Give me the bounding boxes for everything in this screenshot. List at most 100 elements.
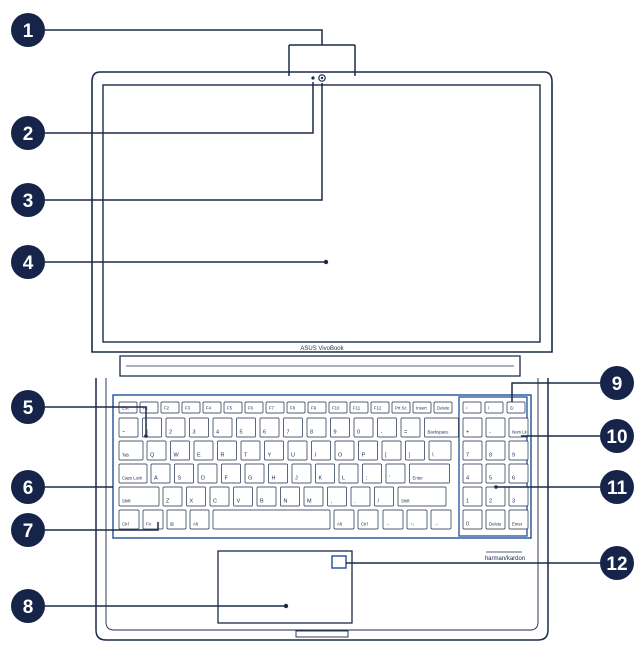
keyboard-key: M: [303, 486, 324, 507]
key-label: 5: [489, 476, 492, 482]
keyboard-key: 4: [462, 463, 483, 484]
keyboard-key: ⊞: [166, 509, 187, 530]
key-label: F2: [164, 406, 170, 411]
key-label: Delete: [489, 522, 502, 527]
callout-leaders: [45, 29, 600, 607]
key-label: 2: [489, 499, 492, 505]
key-label: ‹: [466, 406, 468, 411]
key-label: ,: [331, 499, 333, 505]
keyboard-key: S: [174, 463, 194, 484]
keyboard-key: W: [170, 440, 190, 461]
key-label: D: [201, 476, 205, 482]
keyboard-key: \: [428, 440, 452, 461]
key-label: Enter: [413, 476, 424, 481]
laptop-base: [95, 378, 549, 641]
key-label: Insert: [416, 406, 428, 411]
keyboard-key: T: [240, 440, 261, 461]
keyboard-key: K: [315, 463, 335, 484]
keyboard-key: Ctrl: [357, 509, 379, 530]
key-label: E: [197, 453, 201, 459]
key-label: /: [378, 499, 380, 505]
keyboard-key: A: [150, 463, 171, 484]
key-label: F12: [374, 406, 382, 411]
key-label: F6: [248, 406, 254, 411]
callout-8: 8: [11, 589, 45, 623]
key-label: ↑↓: [410, 522, 414, 527]
key-label: 6: [512, 476, 515, 482]
callout-9: 9: [600, 366, 634, 400]
keyboard-key: ;: [362, 463, 382, 484]
key-label: F4: [206, 406, 212, 411]
keyboard-key: R: [217, 440, 237, 461]
keyboard-key: I: [311, 440, 331, 461]
key-label: Ctrl: [361, 522, 368, 527]
key-label: ⏻: [510, 406, 514, 411]
callout-1: 1: [11, 13, 45, 47]
keyboard-key: Prt Sc: [391, 401, 411, 414]
key-label: Caps Lock: [122, 476, 143, 481]
key-label: F9: [311, 406, 317, 411]
key-label: [: [385, 453, 387, 459]
keyboard-key: Insert: [412, 401, 432, 414]
key-label: F5: [227, 406, 233, 411]
key-label: Tab: [122, 453, 130, 458]
callout-number: 5: [23, 398, 34, 419]
keyboard-key: →: [430, 509, 452, 530]
key-label: 1: [466, 499, 469, 505]
key-label: Shift: [122, 499, 131, 504]
keyboard-key: Y: [264, 440, 284, 461]
callout-number: 6: [23, 478, 34, 499]
key-label: 2: [169, 430, 172, 436]
keyboard-key: Alt: [333, 509, 355, 530]
key-label: V: [237, 499, 241, 505]
key-label: J: [295, 476, 298, 482]
keyboard-key: ←: [382, 509, 404, 530]
keyboard-key: H: [268, 463, 288, 484]
callout-4: 4: [11, 245, 45, 279]
key-label: S: [178, 476, 182, 482]
keyboard-key: Delete: [485, 509, 506, 530]
key-label: 6: [263, 430, 266, 436]
keyboard-key: ,: [327, 486, 347, 507]
key-label: 9: [334, 430, 337, 436]
key-label: 4: [466, 476, 469, 482]
keyboard-key: Q: [146, 440, 167, 461]
key-label: Prt Sc: [395, 406, 408, 411]
callout-6: 6: [11, 470, 45, 504]
keyboard-key: Fn: [142, 509, 164, 530]
key-label: Delete: [437, 406, 450, 411]
key-label: Num Lk: [512, 430, 528, 435]
keyboard-key: +: [462, 417, 483, 438]
key-label: 1: [146, 430, 149, 436]
keyboard-key: 2: [485, 486, 506, 507]
keyboard-key: Shift: [118, 486, 160, 507]
keyboard-key: 8: [485, 440, 506, 461]
key-label: -: [381, 430, 383, 436]
keyboard-key: X: [186, 486, 206, 507]
callout-number: 1: [23, 21, 34, 42]
key-label: F11: [353, 406, 361, 411]
callout-number: 3: [23, 191, 34, 212]
key-label: Alt: [337, 522, 343, 527]
key-label: H: [272, 476, 276, 482]
keyboard-key: -: [377, 417, 397, 438]
laptop-lid: [91, 71, 553, 353]
key-label: Ctrl: [122, 522, 129, 527]
keyboard-key: 4: [212, 417, 233, 438]
keyboard-key: F11: [349, 401, 369, 414]
key-label: C: [213, 499, 217, 505]
keyboard-key: Enter: [409, 463, 450, 484]
keyboard-key: G: [244, 463, 265, 484]
keyboard-key: ↑↓: [406, 509, 428, 530]
keyboard-key: F9: [307, 401, 327, 414]
key-label: 4: [216, 430, 219, 436]
keyboard-key: C: [209, 486, 230, 507]
keyboard-key: 1: [142, 417, 162, 438]
keyboard-key: [212, 509, 331, 530]
keyboard-key: -: [485, 417, 506, 438]
key-label: ]: [409, 453, 411, 459]
key-label: 3: [512, 499, 515, 505]
key-label: T: [244, 453, 248, 459]
keyboard-key: F: [221, 463, 241, 484]
